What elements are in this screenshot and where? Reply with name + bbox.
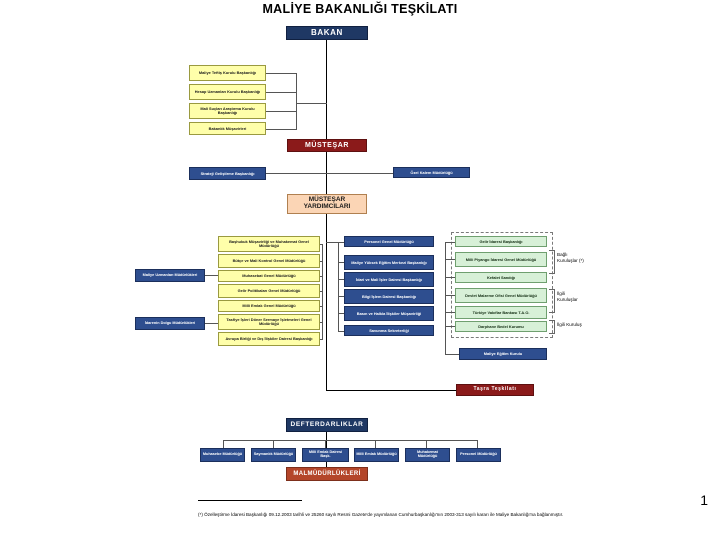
connector-bakan-spine [326,40,327,160]
connector-col1-5 [320,322,323,323]
box-education-board[interactable]: Maliye Eğitim Kurulu [459,348,547,360]
connector-provincial-drop-1 [273,440,274,449]
connector-col3-3 [445,295,455,296]
box-provincial-1[interactable]: Saymanlık Müdürlüğü [251,448,296,462]
connector-col3-bus [445,242,446,354]
connector-col2-bus [338,242,339,331]
connector-col3-education [445,354,459,355]
box-provincial-4[interactable]: Muhakemat Müdürlüğü [405,448,450,462]
box-strateji-gelistirme[interactable]: Strateji Geliştirme Başkanlığı [189,167,266,180]
brace-related-single [549,320,555,334]
box-personnel-5[interactable]: Savunma Sekreterliği [344,325,434,336]
connector-col3-4 [445,312,455,313]
connector-attached-2 [266,111,297,112]
box-main-2[interactable]: Muhasebat Genel Müdürlüğü [218,270,320,282]
connector-strateji-line [266,173,326,174]
box-personnel-1[interactable]: Maliye Yüksek Eğitim Merkezi Başkanlığı [344,255,434,270]
box-personnel-3[interactable]: Bilgi İşlem Dairesi Başkanlığı [344,289,434,304]
box-ozel-kalem[interactable]: Özel Kalem Müdürlüğü [393,167,470,178]
connector-col2-2 [338,279,344,280]
box-left-unit-0[interactable]: Maliye Uzmanları Müdürlükleri [135,269,205,282]
box-malmudurlukleri[interactable]: MALMÜDÜRLÜKLERİ [286,467,368,481]
box-main-0[interactable]: Başhukuk Müşavirliği ve Muhakemat Genel … [218,236,320,252]
connector-provincial-drop-0 [223,440,224,449]
connector-col1-6 [320,339,323,340]
box-affiliated-0[interactable]: Gelir İdaresi Başkanlığı [455,236,547,247]
connector-col2-5 [338,331,344,332]
connector-col1-3 [320,291,323,292]
box-minister-attached-2[interactable]: Mali Suçları Araştırma Kurulu Başkanlığı [189,103,266,119]
connector-provincial-bus [223,440,477,441]
box-mustesar-yardimcilari[interactable]: MÜSTEŞAR YARDIMCILARI [287,194,367,214]
box-personnel-4[interactable]: Basın ve Halkla İlişkiler Müşavirliği [344,306,434,321]
box-main-5[interactable]: Tasfiye İşleri Döner Sermaye İşletmeleri… [218,314,320,330]
connector-col3-5 [445,326,455,327]
connector-provincial-drop-2 [325,440,326,449]
connector-mustesar-spine [326,152,327,197]
box-affiliated-5[interactable]: Darphane Bedel Kurumu [455,321,547,332]
box-minister-attached-0[interactable]: Maliye Teftiş Kurulu Başkanlığı [189,65,266,81]
box-personnel-0[interactable]: Personel Genel Müdürlüğü [344,236,434,247]
connector-ozelkalem-line [326,173,393,174]
box-affiliated-1[interactable]: Milli Piyango İdaresi Genel Müdürlüğü [455,252,547,267]
box-provincial-5[interactable]: Personel Müdürlüğü [456,448,501,462]
connector-attached-bus [296,73,297,129]
annotation-related-single: İlgili Kuruluş [557,322,582,327]
box-left-unit-1[interactable]: İdarenin Dolgu Müdürlükleri [135,317,205,330]
connector-col2-1 [338,262,344,263]
connector-attached-to-spine [296,103,327,104]
affiliated-group-outline [451,232,553,338]
box-main-3[interactable]: Gelir Politikaları Genel Müdürlüğü [218,284,320,298]
box-provincial-3[interactable]: Milli Emlak Müdürlüğü [354,448,399,462]
box-defterdarliklar[interactable]: DEFTERDARLIKLAR [286,418,368,432]
connector-provincial-drop-5 [477,440,478,449]
box-bakan[interactable]: BAKAN [286,26,368,40]
box-main-6[interactable]: Avrupa Birliği ve Dış İlişkiler Dairesi … [218,332,320,346]
connector-attached-0 [266,73,297,74]
footnote-rule [198,500,302,501]
connector-spine-to-tasra [326,390,456,391]
connector-left-unit-0 [205,275,218,276]
connector-col2-3 [338,296,344,297]
connector-col3-2 [445,277,455,278]
brace-attached [549,250,555,274]
connector-provincial-drop-3 [375,440,376,449]
box-tasra-teskilati[interactable]: Taşra Teşkilatı [456,384,534,396]
annotation-related: İlgili Kuruluşlar [557,291,578,303]
box-minister-attached-1[interactable]: Hesap Uzmanları Kurulu Başkanlığı [189,84,266,100]
box-main-4[interactable]: Milli Emlak Genel Müdürlüğü [218,300,320,312]
box-personnel-2[interactable]: İdari ve Mali İşler Dairesi Başkanlığı [344,272,434,287]
box-mustesar[interactable]: MÜSTEŞAR [287,139,367,152]
connector-col1-0 [320,244,323,245]
connector-col3-0 [445,242,455,243]
page-title: MALİYE BAKANLIĞI TEŞKİLATI [262,2,458,16]
connector-col2-0 [338,242,344,243]
box-minister-attached-3[interactable]: Bakanlık Müşavirleri [189,122,266,135]
connector-left-unit-1 [205,323,218,324]
connector-my-spine [326,214,327,390]
connector-attached-3 [266,129,297,130]
page-number: 1 [700,492,708,508]
footnote-text: (*) Özelleştirme İdaresi Başkanlığı 09.1… [198,512,564,517]
connector-attached-1 [266,92,297,93]
box-provincial-0[interactable]: Muhasebe Müdürlüğü [200,448,245,462]
brace-related [549,289,555,313]
box-provincial-2[interactable]: Milli Emlak Dairesi Başk. [302,448,349,462]
box-affiliated-2[interactable]: Kefalet Sandığı [455,272,547,283]
connector-col3-1 [445,259,455,260]
connector-col1-2 [320,276,323,277]
connector-col1-4 [320,306,323,307]
mustesar-yardimcilari-label: MÜSTEŞAR YARDIMCILARI [303,196,351,210]
box-main-1[interactable]: Bütçe ve Mali Kontrol Genel Müdürlüğü [218,254,320,268]
box-affiliated-3[interactable]: Devlet Malzeme Ofisi Genel Müdürlüğü [455,288,547,303]
connector-col1-1 [320,261,323,262]
annotation-attached: Bağlı Kuruluşlar (*) [557,252,584,264]
connector-col2-to-spine [326,242,338,243]
connector-provincial-drop-4 [426,440,427,449]
box-affiliated-4[interactable]: Türkiye Vakıflar Bankası T.A.O. [455,306,547,319]
connector-col2-4 [338,313,344,314]
